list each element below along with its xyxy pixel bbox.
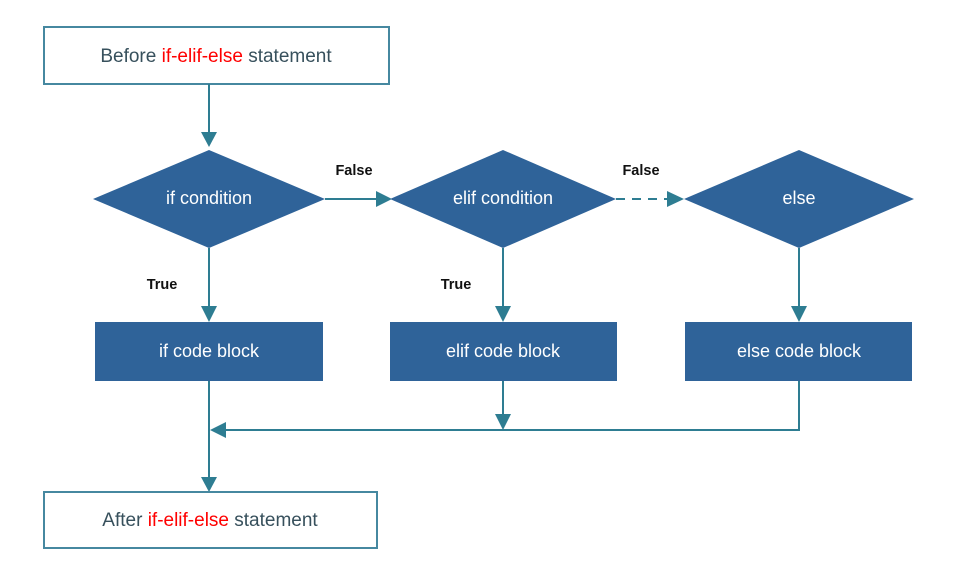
node-elif-code-block[interactable]: elif code block [390,322,617,381]
edge-if-block-to-after [201,381,217,492]
before-statement-box [43,26,390,85]
before-statement-label: Before if-elif-else statement [100,46,332,67]
node-else-code-block[interactable]: else code block [685,322,912,381]
edge-else-block-to-merge [210,381,800,438]
node-elif-condition[interactable]: elif condition [390,150,616,248]
elif-condition-diamond [390,150,616,248]
edge-if-false-to-elif: False [325,163,392,207]
edge-label-true-2: True [441,277,472,293]
node-after-statement[interactable]: After if-elif-else statement [43,491,378,549]
edge-if-true-to-block: True [147,248,217,322]
after-statement-label: After if-elif-else statement [102,510,318,531]
node-else[interactable]: else [684,150,914,248]
elif-condition-label: elif condition [453,188,553,208]
node-if-condition[interactable]: if condition [93,150,325,248]
edge-else-to-block [791,248,807,322]
else-code-block-label: else code block [737,341,862,361]
node-if-code-block[interactable]: if code block [95,322,323,381]
edge-before-to-if [201,84,217,147]
else-code-block-rect [685,322,912,381]
else-diamond [684,150,914,248]
edge-label-false-1: False [335,163,372,179]
edge-label-false-2: False [622,163,659,179]
elif-code-block-label: elif code block [446,341,561,361]
edge-elif-true-to-block: True [441,248,511,322]
if-condition-diamond [93,150,325,248]
edge-elif-false-to-else: False [616,163,684,207]
edge-elif-block-to-merge [495,381,511,430]
if-code-block-rect [95,322,323,381]
if-code-block-label: if code block [159,341,260,361]
else-label: else [782,188,815,208]
node-before-statement[interactable]: Before if-elif-else statement [43,26,390,85]
elif-code-block-rect [390,322,617,381]
after-statement-box [43,491,378,549]
if-condition-label: if condition [166,188,252,208]
edge-label-true-1: True [147,277,178,293]
